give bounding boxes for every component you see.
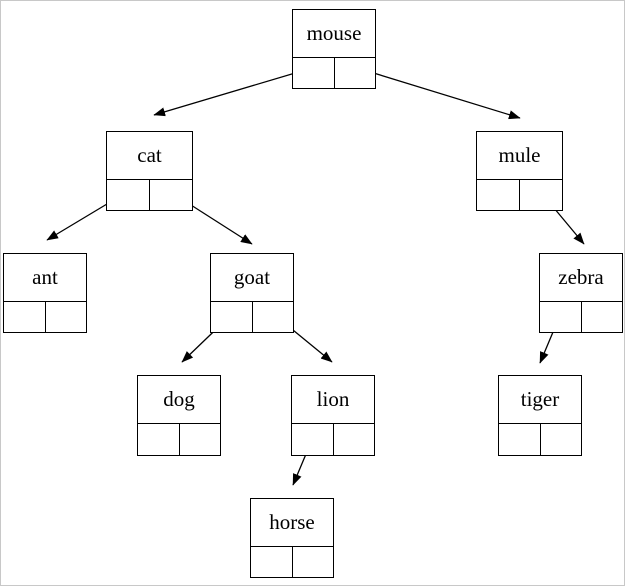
tree-node-pointer-row: [138, 424, 220, 455]
tree-node-ant[interactable]: ant: [3, 253, 87, 333]
right-pointer-cell[interactable]: [253, 302, 294, 332]
tree-node-label: cat: [107, 132, 192, 180]
right-pointer-cell[interactable]: [334, 424, 375, 455]
tree-node-pointer-row: [477, 180, 562, 210]
tree-node-label: lion: [292, 376, 374, 424]
left-pointer-cell[interactable]: [292, 424, 334, 455]
left-pointer-cell[interactable]: [540, 302, 582, 332]
tree-node-pointer-row: [251, 547, 333, 577]
right-pointer-cell[interactable]: [335, 58, 376, 88]
tree-node-mouse[interactable]: mouse: [292, 9, 376, 89]
tree-node-label: mule: [477, 132, 562, 180]
tree-node-label: ant: [4, 254, 86, 302]
right-pointer-cell[interactable]: [541, 424, 582, 455]
tree-edge-mouse-right-mule: [353, 66, 521, 120]
tree-node-pointer-row: [499, 424, 581, 455]
tree-node-cat[interactable]: cat: [106, 131, 193, 211]
left-pointer-cell[interactable]: [499, 424, 541, 455]
left-pointer-cell[interactable]: [293, 58, 335, 88]
right-pointer-cell[interactable]: [150, 180, 192, 210]
left-pointer-cell[interactable]: [138, 424, 180, 455]
right-pointer-cell[interactable]: [180, 424, 221, 455]
tree-node-horse[interactable]: horse: [250, 498, 334, 578]
right-pointer-cell[interactable]: [582, 302, 623, 332]
tree-node-label: goat: [211, 254, 293, 302]
tree-node-lion[interactable]: lion: [291, 375, 375, 456]
tree-node-goat[interactable]: goat: [210, 253, 294, 333]
right-pointer-cell[interactable]: [520, 180, 562, 210]
left-pointer-cell[interactable]: [4, 302, 46, 332]
tree-node-mule[interactable]: mule: [476, 131, 563, 211]
right-pointer-cell[interactable]: [293, 547, 334, 577]
tree-node-label: dog: [138, 376, 220, 424]
left-pointer-cell[interactable]: [477, 180, 520, 210]
tree-node-pointer-row: [4, 302, 86, 332]
tree-node-pointer-row: [107, 180, 192, 210]
tree-node-pointer-row: [293, 58, 375, 88]
tree-node-pointer-row: [292, 424, 374, 455]
tree-node-label: mouse: [293, 10, 375, 58]
tree-node-label: horse: [251, 499, 333, 547]
tree-edge-mouse-left-cat: [153, 67, 313, 117]
tree-node-pointer-row: [540, 302, 622, 332]
left-pointer-cell[interactable]: [107, 180, 150, 210]
right-pointer-cell[interactable]: [46, 302, 87, 332]
tree-node-tiger[interactable]: tiger: [498, 375, 582, 456]
tree-node-pointer-row: [211, 302, 293, 332]
tree-node-dog[interactable]: dog: [137, 375, 221, 456]
left-pointer-cell[interactable]: [211, 302, 253, 332]
tree-node-label: zebra: [540, 254, 622, 302]
left-pointer-cell[interactable]: [251, 547, 293, 577]
tree-node-zebra[interactable]: zebra: [539, 253, 623, 333]
tree-node-label: tiger: [499, 376, 581, 424]
